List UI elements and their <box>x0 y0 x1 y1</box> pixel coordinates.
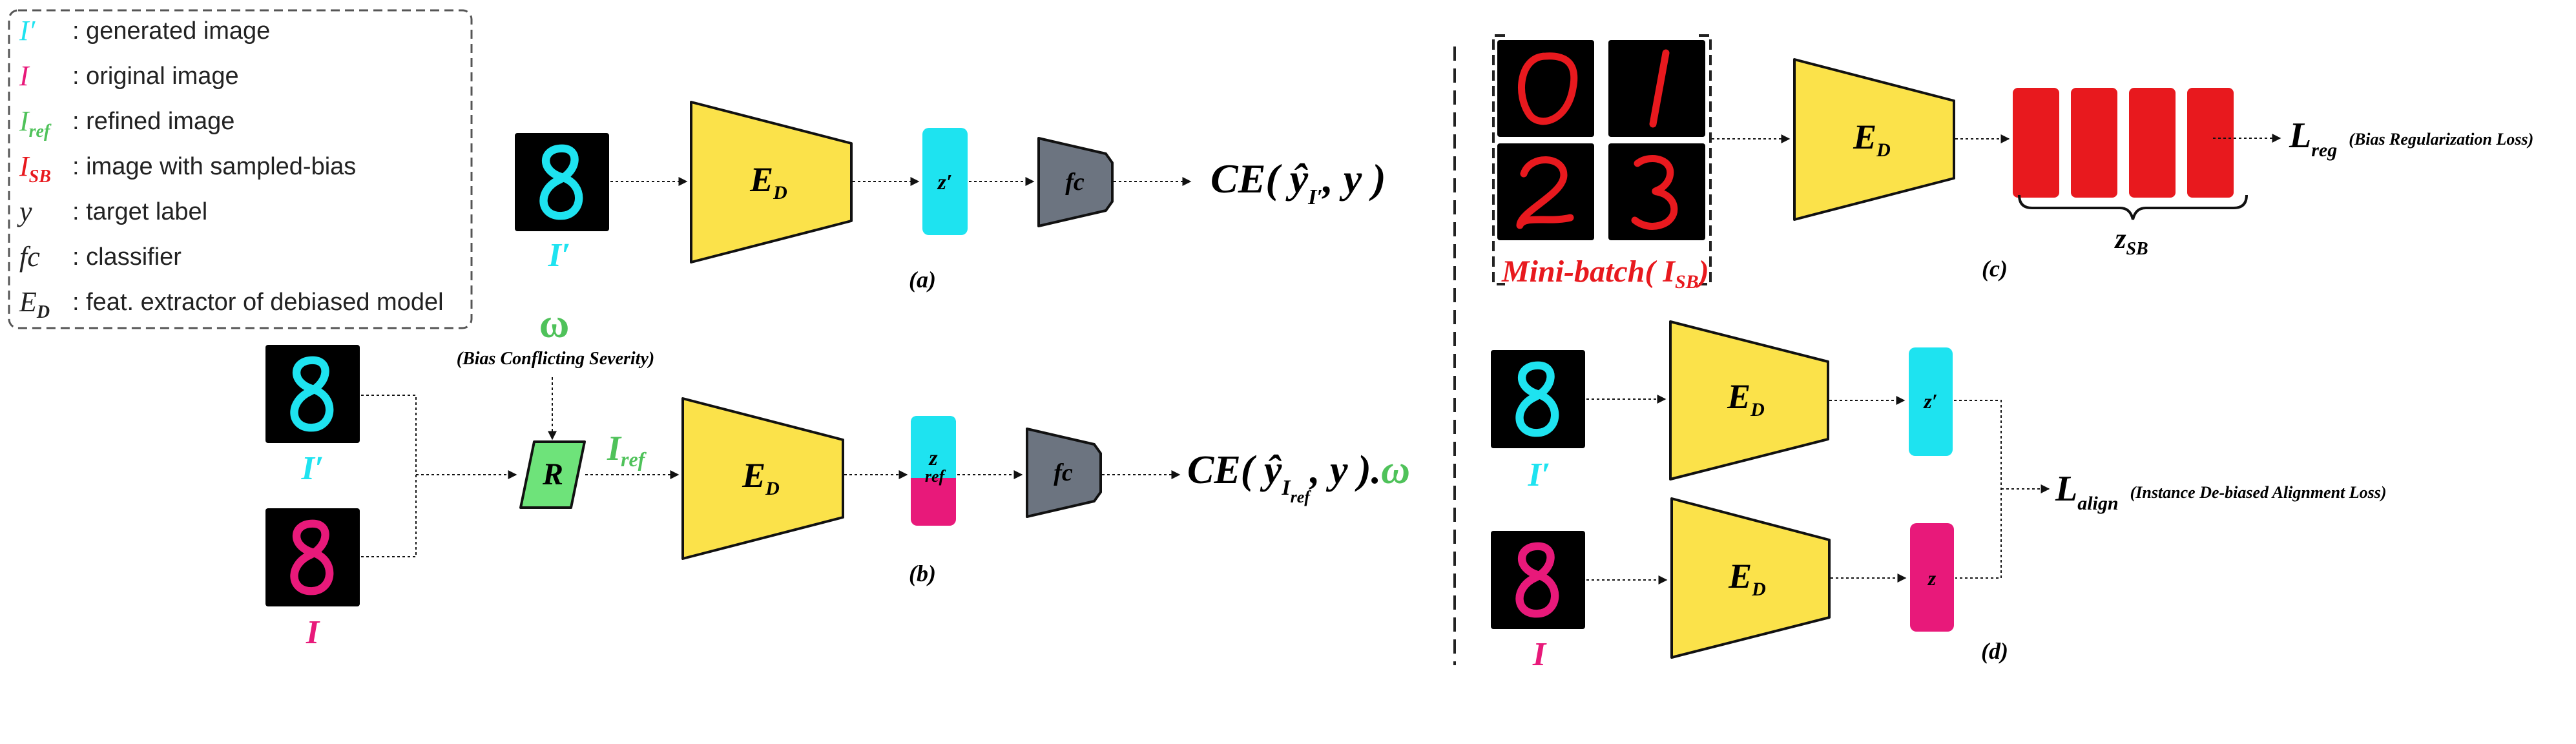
batch-digit-1 <box>1608 40 1705 137</box>
loss-d: Lalign(Instance De-biased Alignment Loss… <box>2055 469 2387 514</box>
zsb-bar <box>2071 88 2117 198</box>
feature-z-ref-top <box>911 416 956 478</box>
caption-c: (c) <box>1982 256 2008 282</box>
legend-item: fc : classifier <box>19 241 182 273</box>
legend-symbol: I′ <box>19 15 36 46</box>
legend-item: I : original image <box>19 60 239 92</box>
classifier-a <box>1037 137 1114 227</box>
panel-a: I′ ED z′ fc CE( ŷI′, y ) (a) <box>515 101 1386 293</box>
zsb-feature-bars <box>2013 88 2234 198</box>
caption-a: (a) <box>909 267 936 293</box>
panel-b: ω (Bias Conflicting Severity) I′ I R Ire… <box>265 300 1410 651</box>
encoder-c <box>1793 58 1955 221</box>
zsb-bar <box>2187 88 2234 198</box>
image-label-a: I′ <box>548 237 571 274</box>
zsb-bar <box>2013 88 2059 198</box>
feature-bottom-label-d: z <box>1927 566 1937 590</box>
image-top-label-b: I′ <box>301 450 324 487</box>
encoder-d-bottom <box>1670 497 1831 659</box>
loss-b: CE( ŷIref, y ).ω <box>1187 448 1410 506</box>
mini-batch-label: Mini-batch( ISB) <box>1501 254 1709 293</box>
batch-digit-0 <box>1497 40 1594 137</box>
legend-symbol: ED <box>19 286 50 322</box>
legend-description: : classifier <box>72 243 182 271</box>
encoder-b <box>681 397 844 560</box>
legend-item: y : target label <box>17 196 207 227</box>
caption-b: (b) <box>909 561 936 586</box>
refiner-block <box>519 440 586 509</box>
panel-d: I′ I ED ED z′ z Lalign(Instance De-biase… <box>1491 320 2387 673</box>
encoder-label-c: ED <box>1853 118 1891 161</box>
zsb-bar <box>2129 88 2176 198</box>
batch-digit-2 <box>1497 143 1594 240</box>
legend-symbol: ISB <box>19 150 51 187</box>
loss-c: Lreg(Bias Regularization Loss) <box>2289 116 2533 161</box>
image-bottom-label-b: I <box>306 614 320 651</box>
feature-z-d <box>1910 523 1954 632</box>
legend-item: ISB : image with sampled-bias <box>19 150 356 187</box>
feature-label-a: z′ <box>937 170 953 194</box>
image-top-label-d: I′ <box>1528 457 1551 493</box>
legend-item: ED : feat. extractor of debiased model <box>19 286 444 322</box>
legend-description: : image with sampled-bias <box>72 153 356 180</box>
image-bottom-label-d: I <box>1532 636 1547 673</box>
encoder-d-top <box>1669 320 1829 480</box>
legend-description: : refined image <box>72 108 234 135</box>
legend-item: I′ : generated image <box>19 15 270 46</box>
panel-c: Mini-batch( ISB) ED zSB Lreg(Bias Regula… <box>1492 34 2533 293</box>
encoder-label-a: ED <box>749 160 787 203</box>
legend-description: : target label <box>72 198 207 225</box>
batch-digit-3 <box>1608 143 1705 240</box>
loss-a: CE( ŷI′, y ) <box>1210 156 1386 209</box>
legend-symbol: fc <box>19 241 40 273</box>
classifier-b <box>1026 428 1102 518</box>
legend-description: : generated image <box>72 17 270 45</box>
feature-top-label-d: z′ <box>1923 389 1937 413</box>
legend-item: Iref : refined image <box>19 105 234 141</box>
encoder-label-b: ED <box>742 456 780 499</box>
legend-description: : original image <box>72 63 239 90</box>
zsb-label: zSB <box>2114 223 2148 259</box>
severity-label: (Bias Conflicting Severity) <box>457 349 654 369</box>
mini-batch-grid <box>1497 40 1705 240</box>
caption-d: (d) <box>1981 638 2008 664</box>
refiner-label: R <box>542 457 563 491</box>
legend-symbol: y <box>17 196 32 227</box>
classifier-label-a: fc <box>1065 169 1085 196</box>
legend-symbol: I <box>19 60 30 92</box>
classifier-label-b: fc <box>1054 459 1073 486</box>
encoder-label-d-bottom: ED <box>1728 557 1766 600</box>
legend-description: : feat. extractor of debiased model <box>72 289 444 316</box>
legend-symbol: Iref <box>19 105 52 141</box>
feature-z-prime-a <box>922 128 968 235</box>
encoder-label-d-top: ED <box>1727 377 1765 420</box>
batch-bracket <box>1492 34 1712 285</box>
omega-symbol: ω <box>539 300 570 346</box>
refined-image-label: Iref <box>607 429 647 471</box>
legend-border <box>8 9 473 329</box>
zsb-brace <box>2018 194 2248 220</box>
feature-z-prime-d <box>1909 347 1953 456</box>
encoder-a <box>690 101 853 264</box>
